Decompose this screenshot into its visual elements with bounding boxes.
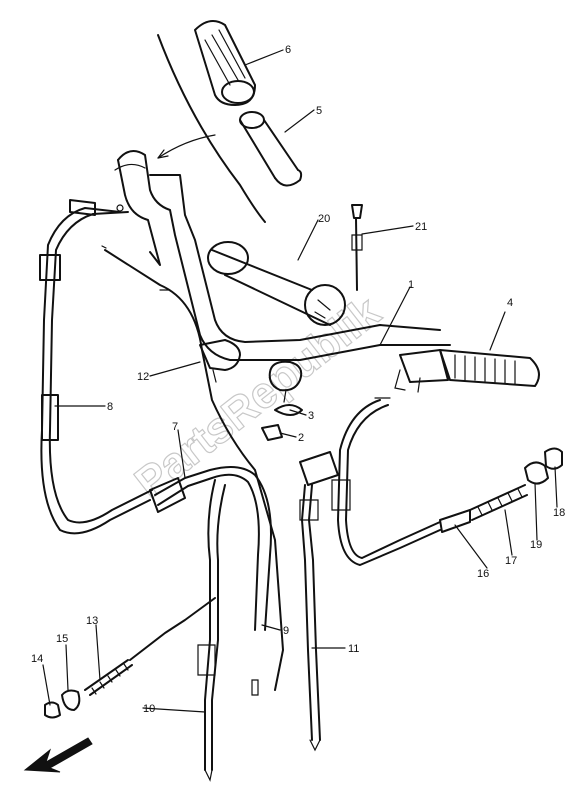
callout-labels: 6 5 20 21 1 4 12 3 8 2 7 9 10 11 13 15 1… (31, 44, 565, 715)
callout-16: 16 (477, 568, 489, 580)
grip-sleeve-inset (239, 111, 303, 187)
bolt-and-washer (261, 404, 303, 441)
callout-13: 13 (86, 615, 98, 627)
callout-7: 7 (172, 421, 178, 433)
inset-bracket (157, 34, 266, 223)
callout-9: 9 (283, 625, 289, 637)
cable-12 (101, 245, 284, 691)
callout-1: 1 (408, 279, 414, 291)
left-grip-inset (194, 20, 256, 106)
cable-13 (44, 597, 216, 719)
front-arrow-icon (23, 737, 93, 773)
watermark: PartsRepublik (126, 287, 390, 508)
callout-8: 8 (107, 401, 113, 413)
callout-11: 11 (348, 643, 359, 655)
callout-10: 10 (143, 703, 155, 715)
cable-7-bundle (149, 465, 272, 782)
callout-21: 21 (415, 221, 427, 233)
callout-19: 19 (530, 539, 542, 551)
callout-3: 3 (308, 410, 314, 422)
throttle-cable (299, 451, 339, 752)
callout-4: 4 (507, 297, 513, 309)
callout-20: 20 (318, 213, 330, 225)
cable-adjuster (351, 204, 363, 291)
right-grip (394, 349, 540, 393)
leader-lines (42, 49, 558, 713)
callout-18: 18 (553, 507, 565, 519)
callout-5: 5 (316, 105, 322, 117)
callout-12: 12 (137, 371, 149, 383)
cable-16 (331, 397, 563, 566)
callout-2: 2 (298, 432, 304, 444)
callout-17: 17 (505, 555, 517, 567)
cable-8 (39, 199, 153, 535)
callout-6: 6 (285, 44, 291, 56)
handlebar (114, 150, 451, 403)
callout-14: 14 (31, 653, 43, 665)
handlebar-pad (207, 241, 346, 326)
callout-15: 15 (56, 633, 68, 645)
